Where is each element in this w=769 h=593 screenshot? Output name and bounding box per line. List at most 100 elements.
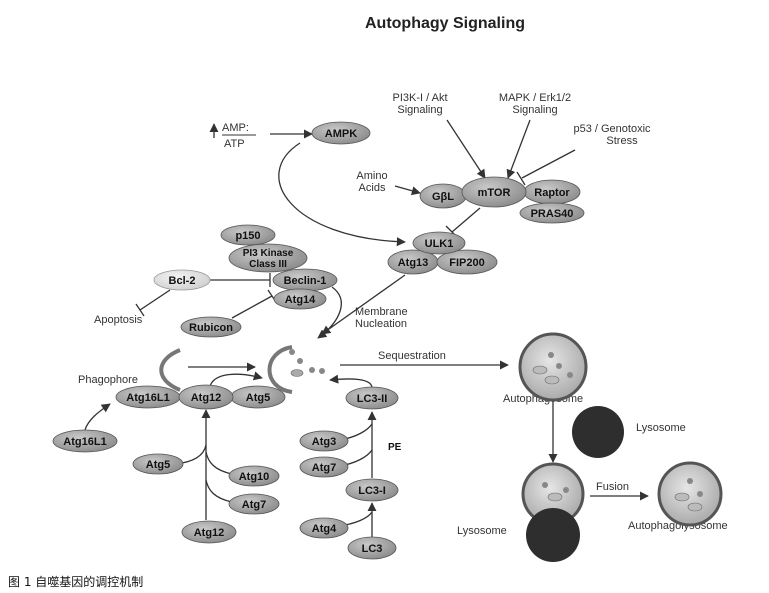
- bcl2-node: [153, 269, 211, 291]
- autophagolysosome-cargo: [687, 478, 693, 484]
- atg4-node: [299, 517, 349, 539]
- autophagosome-vesicle: [518, 332, 588, 402]
- pras40-text: PRAS40: [531, 208, 574, 220]
- p53-label-2: Stress: [606, 135, 638, 147]
- cargo-dot: [309, 367, 315, 373]
- autophagosome-cargo: [544, 375, 560, 385]
- atg16l1-to-complex-arrow: [84, 403, 111, 431]
- pras40-node: [519, 202, 585, 224]
- ulk1-to-nucleation-arrow: [321, 274, 406, 335]
- fip200-node: [436, 249, 498, 275]
- atg7-lc3-text: Atg7: [312, 462, 336, 474]
- atg5-complex-text: Atg5: [246, 392, 270, 404]
- cargo-vesicle: [290, 369, 304, 377]
- ampk-node: [311, 121, 371, 145]
- atg7-lc3-node: [299, 456, 349, 478]
- atg16l1-node: [52, 429, 118, 453]
- gbl-text: GβL: [432, 191, 454, 203]
- atg13-text: Atg13: [398, 257, 429, 269]
- mtor-node: [461, 176, 527, 208]
- rubicon-inhibit-line: [231, 295, 273, 319]
- diagram-title: Autophagy Signaling: [365, 15, 525, 32]
- lysosome-top: [572, 406, 624, 458]
- rubicon-text: Rubicon: [189, 322, 233, 334]
- ampk-to-ulk1-arrow: [278, 142, 406, 247]
- p150-node: [220, 224, 276, 246]
- lc3-node: [347, 536, 397, 560]
- lysosome-bottom-label: Lysosome: [457, 525, 507, 537]
- sequestration-label: Sequestration: [378, 350, 446, 362]
- pi3k-class3-text: PI3 Kinase: [243, 248, 294, 259]
- fusing-cargo: [542, 482, 548, 488]
- lc3i-text: LC3-I: [358, 485, 386, 497]
- membrane-label: Membrane: [355, 306, 408, 318]
- atg7a-join-line: [205, 479, 233, 503]
- figure-caption: 图 1 自噬基因的调控机制: [8, 575, 144, 589]
- rubicon-node: [180, 316, 242, 338]
- cargo-dot: [297, 358, 303, 364]
- mtor-inhibit-line: [451, 207, 481, 233]
- autophagosome-cargo: [532, 365, 548, 375]
- pi3k-class3-text-2: Class III: [249, 259, 287, 270]
- nucleation-label: Nucleation: [355, 318, 407, 330]
- ulk1-node: [412, 231, 466, 255]
- amino-acids-label: Amino: [356, 170, 387, 182]
- amino-to-gbl-arrow: [394, 185, 421, 196]
- raptor-text: Raptor: [534, 187, 570, 199]
- mapk-to-mtor-arrow: [506, 119, 531, 179]
- ulk1-text: ULK1: [425, 238, 454, 250]
- mapk-label: MAPK / Erk1/2: [499, 92, 571, 104]
- fusing-cargo: [547, 492, 563, 502]
- atg12-complex-to-vesicle-arrow: [209, 371, 263, 387]
- autophagosome-cargo: [567, 372, 573, 378]
- atg14-text: Atg14: [285, 294, 316, 306]
- atp-label-fallback: ATP: [224, 138, 245, 150]
- atg7-text: Atg7: [242, 499, 266, 511]
- atg12-complex-text: Atg12: [191, 392, 222, 404]
- atg16l1-text: Atg16L1: [63, 436, 106, 448]
- mapk-label-2: Signaling: [512, 104, 557, 116]
- autophagolysosome-cargo: [674, 492, 690, 502]
- atg10-text: Atg10: [239, 471, 270, 483]
- atg12-text: Atg12: [194, 527, 225, 539]
- amino-acids-label-2: Acids: [359, 182, 386, 194]
- lc3i-node: [345, 478, 399, 502]
- lysosome-top-label: Lysosome: [636, 422, 686, 434]
- fusion-label: Fusion: [596, 481, 629, 493]
- pi3k-class3-node: [228, 243, 308, 273]
- cargo-dot: [289, 349, 295, 355]
- atg12-node: [181, 520, 237, 544]
- atg7-node: [228, 493, 280, 515]
- mtor-text: mTOR: [478, 187, 511, 199]
- beclin-to-nucleation-arrow: [317, 286, 342, 339]
- lysosome-bottom: [526, 508, 580, 562]
- atg5-text: Atg5: [146, 459, 170, 471]
- p53-inhibit-line: [521, 149, 576, 179]
- pi3k-akt-label: PI3K-I / Akt: [392, 92, 447, 104]
- apoptosis-label: Apoptosis: [94, 314, 143, 326]
- pi3k-to-mtor-arrow: [446, 119, 486, 179]
- bcl2-text: Bcl-2: [169, 275, 196, 287]
- autophagosome-cargo: [556, 363, 562, 369]
- amp-label: AMP:: [222, 122, 249, 134]
- cargo-dot: [319, 368, 325, 374]
- atg5-node: [132, 453, 184, 475]
- pi3k-akt-label-2: Signaling: [397, 104, 442, 116]
- autophagolysosome-cargo: [697, 491, 703, 497]
- beclin1-text: Beclin-1: [284, 275, 327, 287]
- p150-text: p150: [235, 230, 260, 242]
- atg3-node: [299, 430, 349, 452]
- autophagolysosome-vesicle: [657, 461, 723, 527]
- fip200-text: FIP200: [449, 257, 484, 269]
- bcl2-apoptosis-line: [139, 289, 171, 311]
- p53-label: p53 / Genotoxic: [573, 123, 651, 135]
- pe-label: PE: [388, 442, 402, 453]
- nucleation-membrane: [267, 345, 293, 394]
- atg10-join-line: [205, 451, 233, 475]
- lc3ii-node: [345, 386, 399, 410]
- lc3-text: LC3: [362, 543, 383, 555]
- atg12-complex-node: [178, 384, 234, 410]
- autophagosome-cargo: [548, 352, 554, 358]
- atg16l1-complex-text: Atg16L1: [126, 392, 169, 404]
